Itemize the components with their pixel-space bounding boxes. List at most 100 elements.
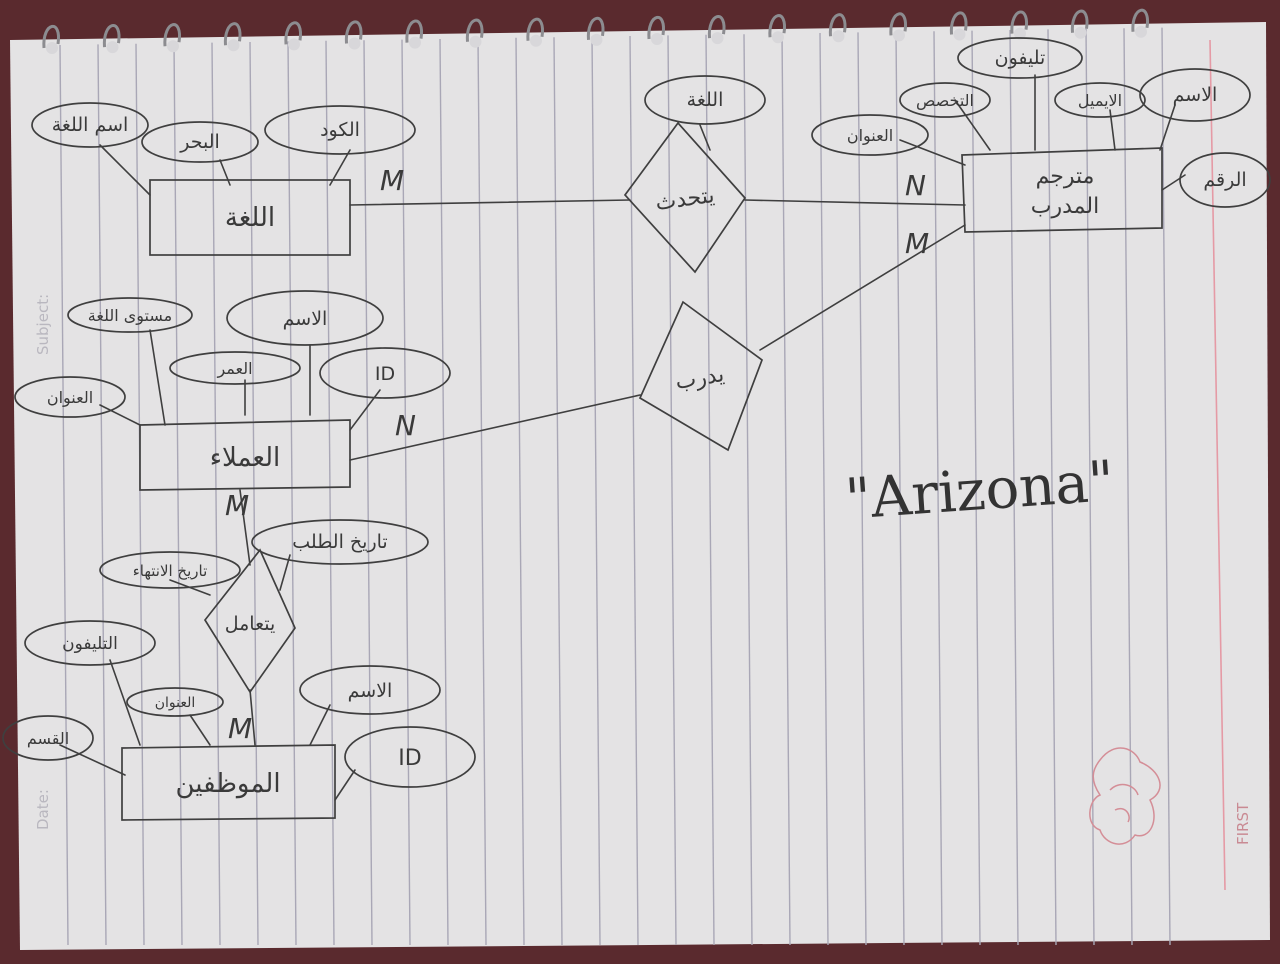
attr-speaks-lang: [644, 75, 766, 125]
attr-tr-spec-label: التخصص: [916, 91, 974, 111]
attr-cu-level-label: مستوى اللغة: [88, 306, 172, 326]
spiral-ring: [405, 19, 424, 43]
spiral-ring: [828, 13, 847, 37]
spiral-ring: [526, 17, 545, 41]
ruled-line: [591, 36, 601, 946]
spiral-hole: [953, 28, 966, 41]
attr-tr-addr-label: العنوان: [847, 126, 893, 146]
attr-em-id: [344, 726, 476, 788]
attr-cu-addr: [14, 376, 126, 418]
ruled-line: [1047, 29, 1057, 946]
ruled-line: [971, 30, 981, 946]
relationship-deals-label: يتعامل: [225, 613, 276, 635]
spiral-hole: [227, 39, 240, 52]
attr-cu-id: [319, 347, 451, 399]
attr-em-addr: [126, 687, 224, 717]
ruled-line: [1161, 27, 1171, 946]
attr-em-name-label: الاسم: [348, 680, 393, 702]
attr-tr-phone-label: تليفون: [995, 47, 1046, 69]
attr-em-phone-label: التليفون: [62, 634, 118, 654]
attr-tr-email-label: الايميل: [1078, 91, 1122, 110]
spiral-ring: [1131, 8, 1150, 32]
attr-speaks-lang-label: اللغة: [687, 89, 724, 111]
brand-label: FIRST: [1234, 802, 1252, 845]
relationship-trains: يدرب: [638, 300, 764, 452]
cardinality-labels: M N M N M M: [225, 164, 929, 745]
attr-em-dept: [2, 715, 94, 761]
spiral-hole: [711, 32, 724, 45]
entity-translator-label-line1: مترجم: [1036, 164, 1095, 189]
spiral-hole: [832, 30, 845, 43]
card-language-speaks: M: [380, 164, 404, 197]
ruled-line: [667, 35, 677, 946]
attr-tr-name-label: الاسم: [1173, 84, 1218, 106]
date-label: Date:: [34, 789, 52, 830]
ruled-line: [363, 40, 373, 946]
spiral-ring: [707, 15, 726, 39]
spiral-ring: [102, 24, 121, 48]
ruled-line: [1085, 28, 1095, 946]
attr-lang-sea: [141, 121, 259, 163]
attr-em-dept-label: القسم: [27, 729, 69, 748]
attr-lang-code-label: الكود: [320, 119, 360, 141]
attr-dl-order: [251, 519, 429, 565]
entity-employees: الموظفين: [121, 744, 336, 821]
spiral-hole: [651, 33, 663, 45]
entity-language-label: اللغة: [225, 203, 275, 233]
spiral-ring: [647, 15, 666, 40]
ruled-line: [173, 43, 183, 946]
spiral-hole: [1014, 27, 1026, 40]
spiral-hole: [590, 33, 603, 46]
ruled-line: [743, 34, 753, 946]
entity-translator-label-line2: المدرب: [1031, 194, 1099, 219]
ruled-line: [97, 44, 107, 946]
attr-dl-end: [99, 551, 241, 589]
subject-label: Subject:: [34, 294, 52, 355]
attr-cu-id-label: ID: [375, 363, 395, 385]
card-customers-deals: M: [225, 489, 249, 522]
attr-em-id-label: ID: [398, 746, 421, 771]
attr-dl-order-label: تاريخ الطلب: [292, 531, 387, 553]
attr-tr-name: [1139, 68, 1251, 122]
spiral-hole: [1074, 26, 1087, 39]
spiral-hole: [530, 34, 542, 47]
ruled-line: [515, 37, 525, 946]
ruled-line: [781, 33, 791, 946]
margin-line: [1209, 39, 1226, 891]
ruled-lines: [59, 27, 1171, 946]
attr-lang-name-label: اسم اللغة: [52, 114, 129, 136]
spiral-hole: [1135, 25, 1147, 38]
spiral-ring: [1070, 9, 1089, 33]
entity-employees-label: الموظفين: [175, 769, 280, 799]
ruled-line: [819, 32, 829, 946]
ruled-line: [895, 31, 905, 946]
spiral-hole: [893, 29, 905, 42]
attr-dl-end-label: تاريخ الانتهاء: [133, 562, 208, 580]
spiral-hole: [469, 35, 482, 48]
spiral-hole: [772, 31, 784, 44]
ruled-line: [249, 41, 259, 946]
attr-em-addr-label: العنوان: [155, 695, 196, 711]
spiral-hole: [46, 42, 58, 54]
spiral-hole: [409, 36, 421, 49]
spiral-binding: [42, 8, 1150, 54]
spiral-hole: [106, 41, 119, 54]
ruled-line: [553, 37, 563, 946]
spiral-ring: [42, 24, 61, 49]
attr-cu-name-label: الاسم: [283, 308, 328, 330]
attr-lang-code: [264, 105, 416, 155]
ruled-line: [135, 43, 145, 946]
paper-sheet: [10, 22, 1270, 950]
attr-cu-addr-label: العنوان: [47, 388, 93, 408]
attr-lang-sea-label: البحر: [179, 131, 220, 153]
attr-tr-email: [1054, 82, 1146, 118]
ruled-line: [439, 38, 449, 946]
attr-tr-num: [1179, 152, 1271, 208]
attr-cu-age-label: العمر: [216, 359, 252, 379]
ruled-line: [477, 38, 487, 946]
attr-cu-name: [226, 290, 384, 346]
spiral-ring: [344, 20, 363, 44]
entity-customers: العملاء: [139, 419, 351, 491]
